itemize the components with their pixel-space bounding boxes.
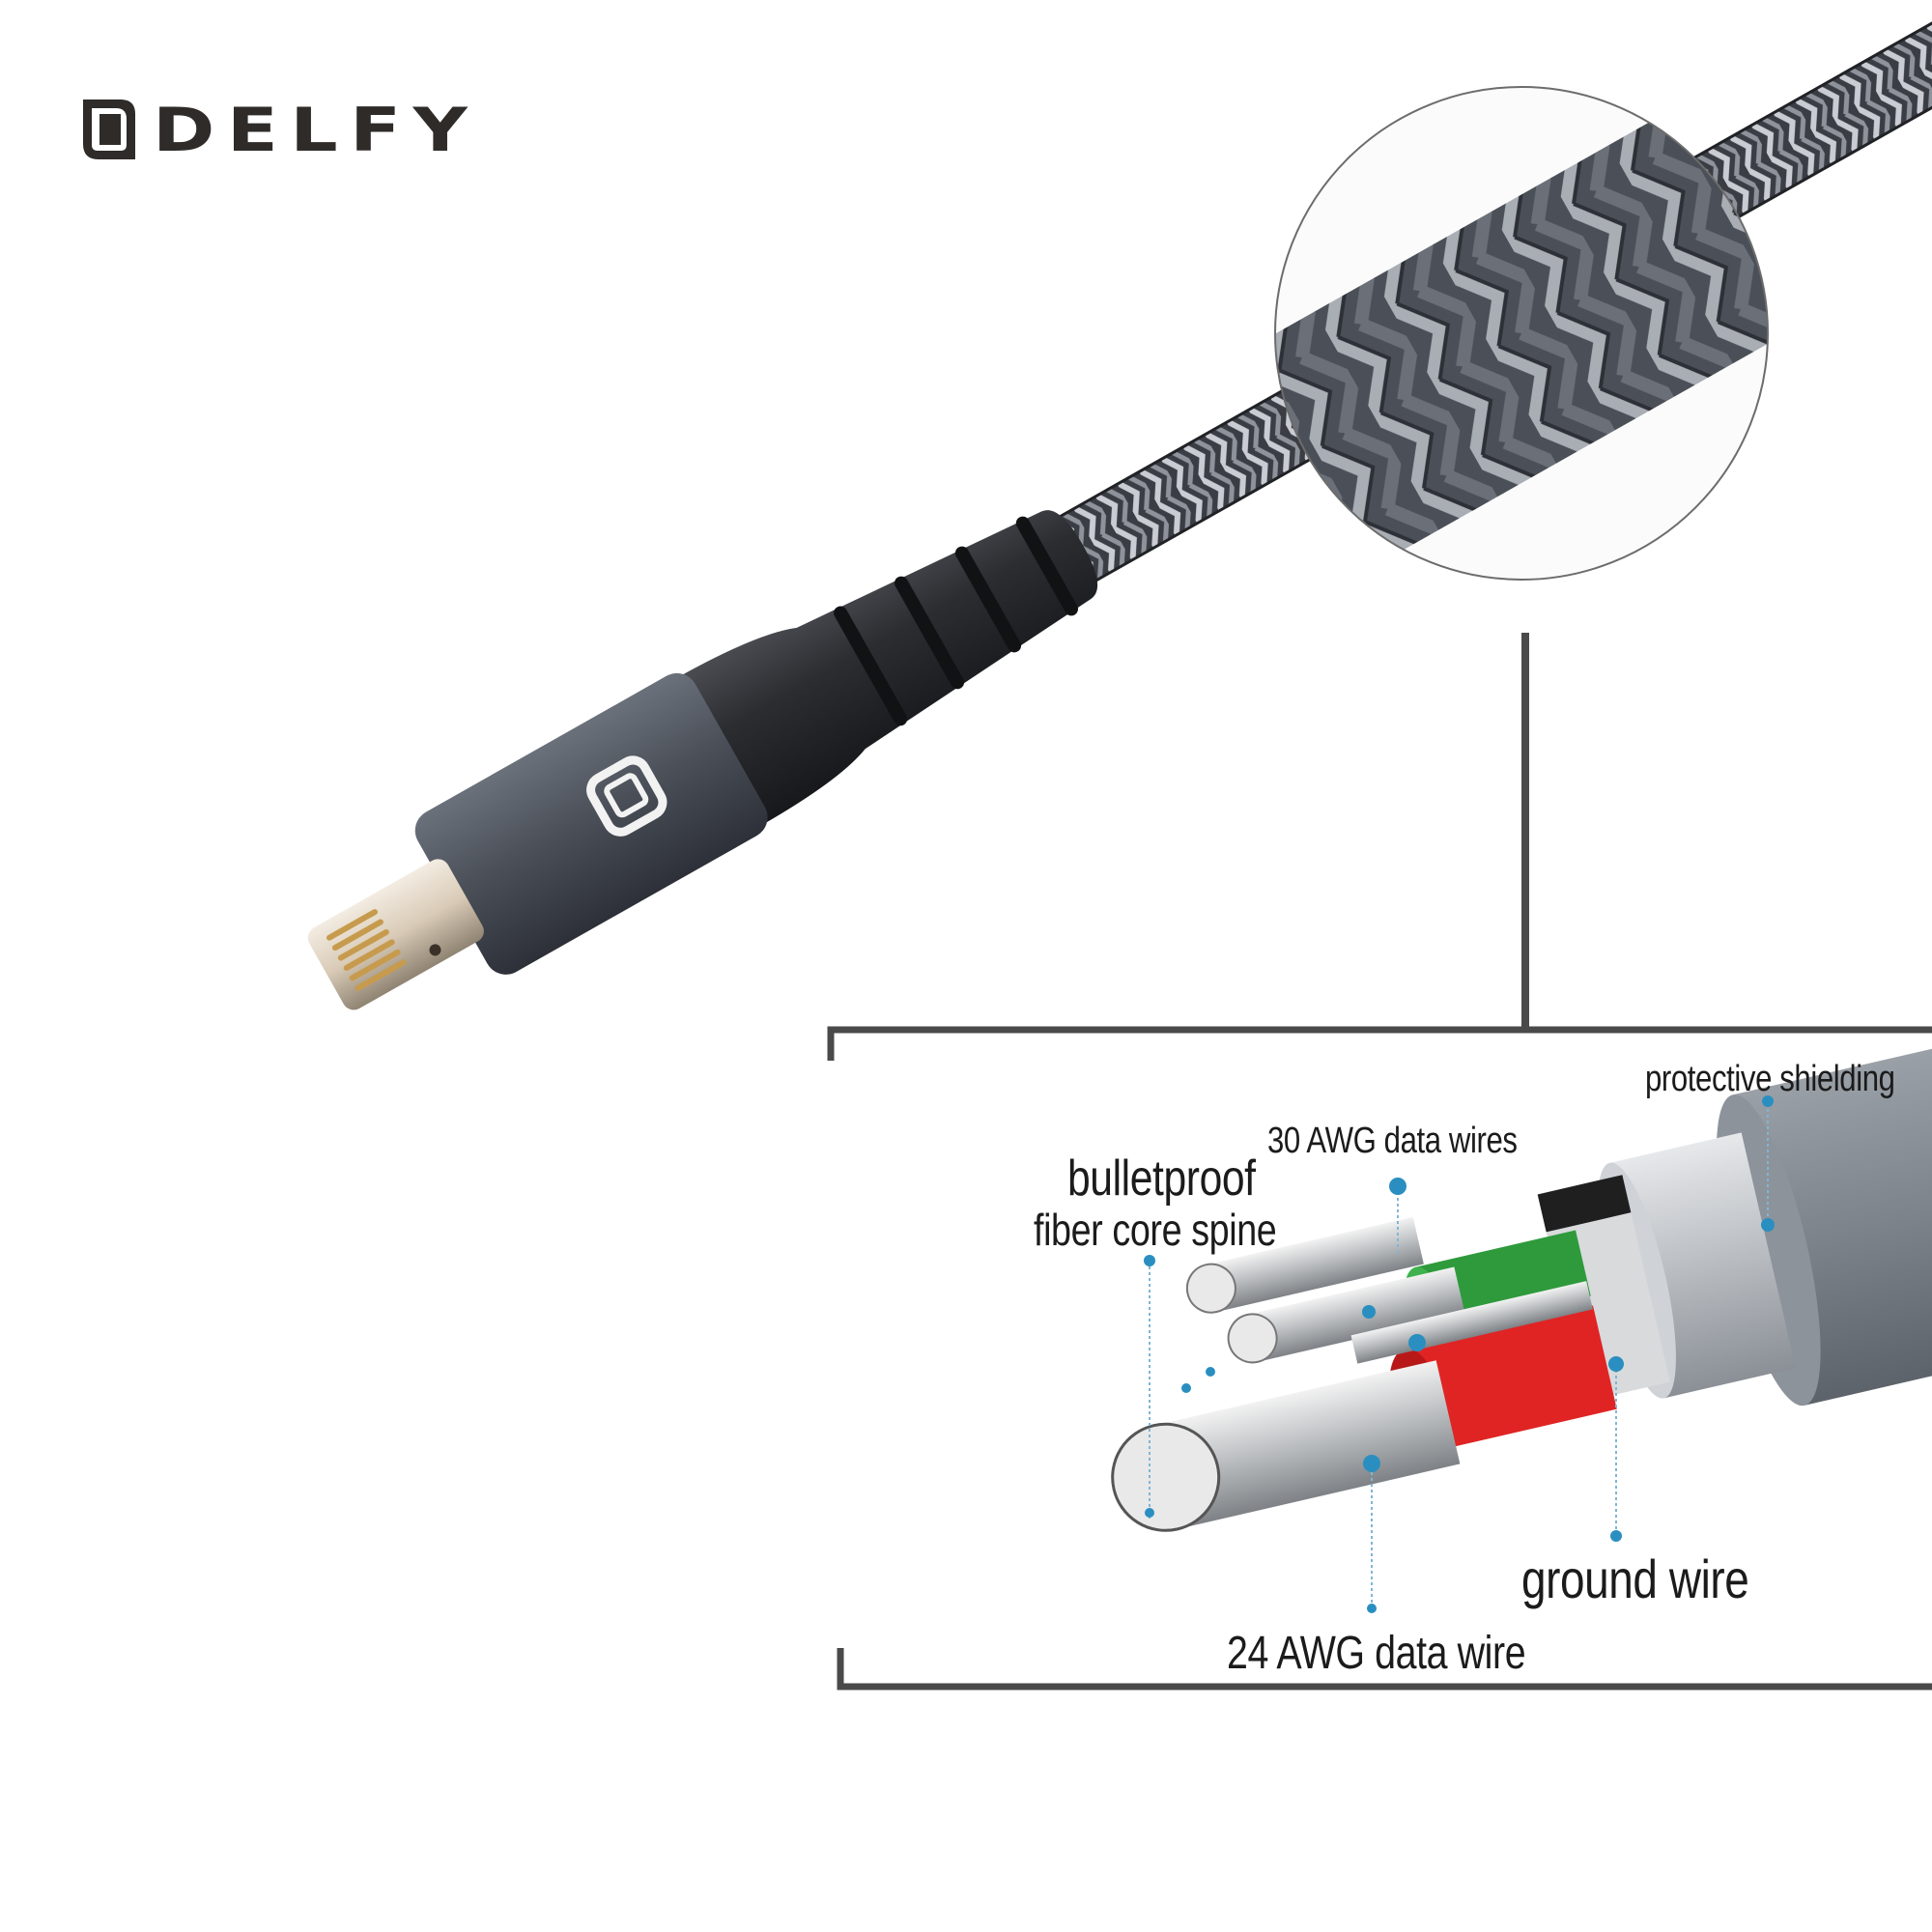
label-fiber-core-spine: fiber core spine <box>1034 1205 1277 1255</box>
label-bulletproof: bulletproof <box>1067 1151 1256 1207</box>
delfy-logo-icon <box>83 99 135 159</box>
cable-cutaway-diagram <box>1111 1037 1932 1613</box>
label-ground-wire: ground wire <box>1521 1548 1749 1609</box>
wire-strands <box>1111 1216 1593 1532</box>
label-protective-shielding: protective shielding <box>1645 1059 1895 1099</box>
callout-leaders <box>1149 1103 1769 1608</box>
braid-zoom-circle <box>1274 86 1769 581</box>
label-24awg-data-wire: 24 AWG data wire <box>1227 1628 1526 1679</box>
callout-bracket <box>827 633 1932 1690</box>
callout-dot-icons <box>1144 1095 1775 1613</box>
label-30awg-data-wires: 30 AWG data wires <box>1267 1121 1518 1161</box>
brand-wordmark: DELFY <box>153 95 480 165</box>
housing-logo-icon <box>586 755 668 837</box>
